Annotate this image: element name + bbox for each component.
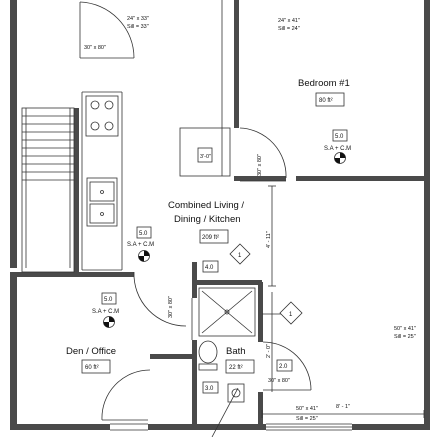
room-area-living: 209 ft² xyxy=(202,235,219,241)
shower xyxy=(198,287,256,337)
tag-4-0: 4.0 xyxy=(202,260,219,273)
window-top-left-size: 24" x 33" xyxy=(127,16,149,22)
exterior-wall-right xyxy=(424,0,430,430)
area-box-bedroom xyxy=(315,92,345,107)
wall-bath-right-lower xyxy=(258,392,263,424)
svg-text:4.0: 4.0 xyxy=(205,265,214,271)
svg-text:5.0: 5.0 xyxy=(104,297,113,303)
svg-text:S.A + C.M: S.A + C.M xyxy=(324,146,351,152)
detector-bedroom: 5.0 S.A + C.M xyxy=(324,129,351,164)
exterior-wall-bottom-left xyxy=(10,424,110,430)
staircase xyxy=(21,107,75,273)
room-area-bath: 22 ft² xyxy=(229,365,243,371)
dimension-vertical-1 xyxy=(268,185,276,287)
door-bath-size: 30" x 80" xyxy=(268,378,290,384)
tag-2-0: 2.0 xyxy=(276,359,293,372)
door-entry-size: 30" x 80" xyxy=(84,45,106,51)
door-den-size: 30" x 80" xyxy=(168,296,174,318)
window-bottom-left-opening xyxy=(110,423,148,431)
room-name-den: Den / Office xyxy=(66,346,116,357)
area-box-living xyxy=(199,229,229,244)
svg-text:3'-0": 3'-0" xyxy=(200,154,211,160)
room-name-bedroom: Bedroom #1 xyxy=(298,78,350,89)
den-closet-door xyxy=(101,369,151,421)
room-area-den: 60 ft² xyxy=(85,365,99,371)
kitchen-sink xyxy=(86,177,118,227)
wall-bath-right xyxy=(258,282,263,342)
kitchen-counter xyxy=(81,91,123,271)
appliance-box: 3'-0" xyxy=(179,127,231,177)
dimension-vertical-1-label: 4' - 11" xyxy=(266,231,272,248)
tag-3-0: 3.0 xyxy=(202,381,219,394)
window-bottom-size: 50" x 41" xyxy=(296,406,318,412)
window-top-right-size: 24" x 41" xyxy=(278,18,300,24)
room-name-living-2: Dining / Kitchen xyxy=(174,214,241,225)
window-bottom-sill: Sill = 25" xyxy=(296,416,318,422)
toilet xyxy=(198,340,218,371)
svg-text:3.0: 3.0 xyxy=(205,386,214,392)
wall-bedroom-bottom-left xyxy=(234,176,286,181)
wall-den-right-lower xyxy=(192,340,197,424)
room-name-living-1: Combined Living / xyxy=(168,200,244,211)
wall-den-top xyxy=(10,272,134,277)
window-top-right-sill: Sill = 24" xyxy=(278,26,300,32)
stove xyxy=(85,95,119,137)
entry-door xyxy=(79,1,135,59)
svg-text:5.0: 5.0 xyxy=(139,231,148,237)
wall-den-bottom-step xyxy=(150,354,194,359)
window-top-left-sill: Sill = 33" xyxy=(127,24,149,30)
svg-text:1: 1 xyxy=(238,253,242,259)
wall-bath-top xyxy=(192,280,262,285)
dimension-horizontal-label: 8' - 1" xyxy=(336,404,350,410)
callout-diamond-left: 1 xyxy=(229,243,251,265)
wall-stair-right xyxy=(74,108,79,276)
svg-text:1: 1 xyxy=(289,312,293,318)
dimension-horizontal xyxy=(261,410,425,418)
exterior-wall-top-left xyxy=(10,0,17,268)
window-right-sill: Sill = 25" xyxy=(394,334,416,340)
area-box-bath xyxy=(225,359,255,374)
callout-diamond-right: 1 xyxy=(279,301,303,325)
detector-living: 5.0 S.A + C.M xyxy=(127,226,154,262)
dimension-vertical-2-label: 2' - 0" xyxy=(266,344,272,358)
bedroom-door xyxy=(239,127,287,182)
exterior-wall-bottom-right xyxy=(352,424,430,430)
wall-bedroom-left xyxy=(234,0,239,128)
leader-line-bottom xyxy=(211,387,239,437)
window-bottom xyxy=(266,423,352,431)
wall-bedroom-bottom-right xyxy=(296,176,424,181)
room-area-bedroom: 80 ft² xyxy=(319,98,333,104)
svg-text:S.A + C.M: S.A + C.M xyxy=(127,242,154,248)
window-right-size: 50" x 41" xyxy=(394,326,416,332)
exterior-wall-left-lower xyxy=(10,276,17,428)
bath-vanity xyxy=(227,383,245,403)
exterior-wall-bottom-mid xyxy=(148,424,266,430)
room-name-bath: Bath xyxy=(226,346,246,357)
area-box-den xyxy=(81,359,111,374)
detector-den: 5.0 S.A + C.M xyxy=(92,292,119,328)
svg-text:2.0: 2.0 xyxy=(279,364,288,370)
door-bedroom-size: 30" x 80" xyxy=(257,154,263,176)
den-door xyxy=(133,271,193,340)
svg-text:5.0: 5.0 xyxy=(335,134,344,140)
svg-text:S.A + C.M: S.A + C.M xyxy=(92,309,119,315)
